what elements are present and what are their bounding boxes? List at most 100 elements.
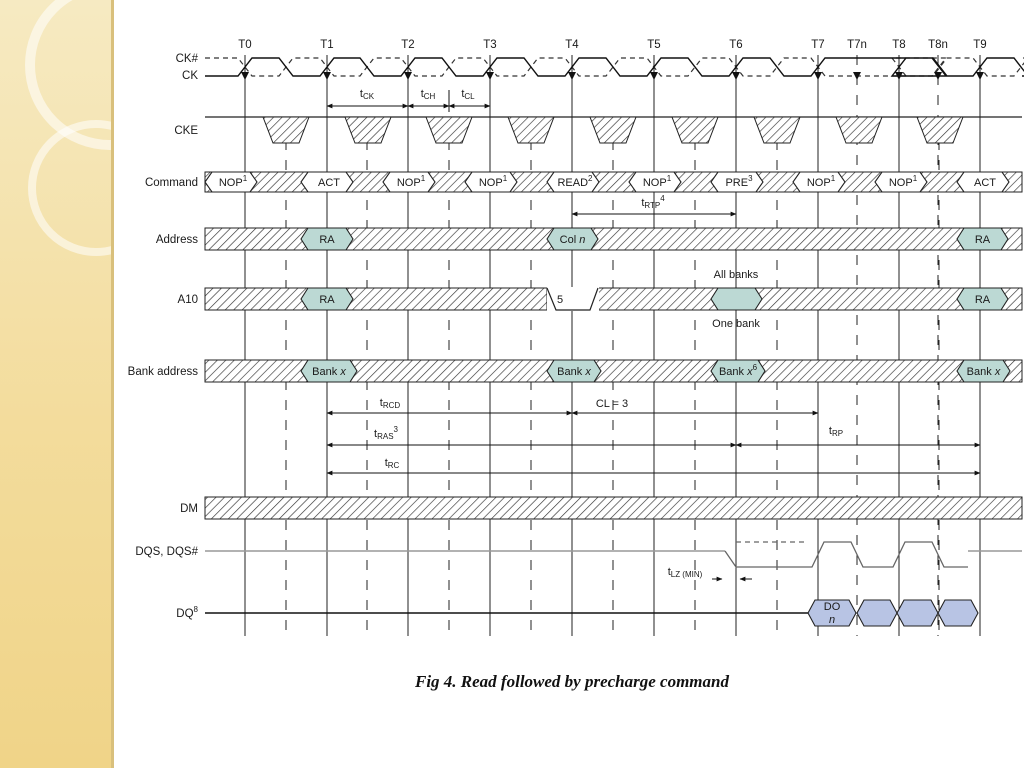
- sidebar-edge: [111, 0, 114, 768]
- tch-label-sub: CH: [424, 92, 436, 101]
- cke-dont-care: [916, 116, 964, 144]
- cell-superscript: 2: [588, 174, 593, 183]
- clock-edge-arrow: [486, 72, 494, 80]
- cke-dont-care: [344, 116, 392, 144]
- dq-burst-cell: [896, 599, 939, 627]
- cell-text: RA: [975, 234, 991, 246]
- bank-cell: [300, 359, 358, 383]
- address-label: RA: [319, 234, 335, 246]
- dq-burst-cell: [807, 599, 857, 627]
- command-label-pre: PRE3: [725, 174, 753, 189]
- clock-edge-arrow: [650, 72, 658, 80]
- cell-text: NOP: [643, 177, 667, 189]
- label-cke: CKE: [174, 125, 198, 137]
- cell-text: NOP: [397, 177, 421, 189]
- trtp-label-sup: 4: [660, 194, 665, 203]
- cell-text: NOP: [479, 177, 503, 189]
- tch-label: tCH: [421, 88, 436, 101]
- trtp-label: tRTP4: [641, 194, 665, 210]
- a10-low-level: [546, 287, 599, 311]
- tcl-label-sub: CL: [464, 92, 475, 101]
- cell-text: Bank: [312, 366, 340, 378]
- tck-label-sub: CK: [363, 92, 375, 101]
- command-cell-nop: [874, 171, 928, 193]
- tick-label-t6: T6: [729, 39, 742, 51]
- trc-label-t: t: [385, 457, 388, 469]
- tch-label-t: t: [421, 88, 424, 100]
- clock-waveforms: [205, 57, 1024, 80]
- tck-label: tCK: [360, 88, 375, 101]
- command-label-nop: NOP1: [219, 174, 248, 189]
- command-label-act: ACT: [974, 177, 996, 189]
- command-cell-read: [546, 171, 600, 193]
- tcl-label-t: t: [461, 88, 464, 100]
- label-dqs: DQS, DQS#: [135, 546, 198, 558]
- tick-label-t8: T8: [892, 39, 905, 51]
- cell-superscript: 1: [503, 174, 508, 183]
- trcd-label-sub: RCD: [383, 401, 401, 410]
- tick-label-t8n: T8n: [928, 39, 948, 51]
- command-cell-nop: [382, 171, 436, 193]
- bank-label: Bank x: [312, 366, 346, 378]
- command-cell-act: [300, 171, 354, 193]
- cke-dont-care: [589, 116, 637, 144]
- clock-edge-arrow: [732, 72, 740, 80]
- command-cell-nop: [792, 171, 846, 193]
- clock-edge-arrow: [323, 72, 331, 80]
- cell-text: ACT: [318, 177, 340, 189]
- trc-label-sub: RC: [388, 461, 400, 470]
- a10-gap: [547, 287, 599, 311]
- a10-cell: [956, 287, 1009, 311]
- cell-text: ACT: [974, 177, 996, 189]
- trp-label-sub: RP: [832, 429, 843, 438]
- command-label-read: READ2: [557, 174, 593, 189]
- a10-label: RA: [975, 294, 991, 306]
- command-cell-nop: [204, 171, 258, 193]
- dq-burst-cell: [937, 599, 979, 627]
- bank-label: Bank x: [967, 366, 1001, 378]
- cell-superscript: 6: [753, 363, 758, 372]
- address-cell: [546, 227, 599, 251]
- tras-label-sub: RAS: [377, 432, 393, 441]
- bank-cell: [956, 359, 1011, 383]
- tick-label-t7: T7: [811, 39, 824, 51]
- a10-one-bank-label: One bank: [712, 318, 760, 330]
- cell-superscript: 1: [913, 174, 918, 183]
- cell-text: NOP: [219, 177, 243, 189]
- address-label: Col n: [560, 234, 586, 246]
- trtp-label-t: t: [641, 197, 644, 209]
- tlz-t: t: [668, 566, 671, 578]
- bank-hatch-band: [204, 359, 1023, 383]
- cell-text: PRE: [725, 177, 748, 189]
- dqs-preamble-low: [724, 550, 808, 568]
- cell-text: RA: [319, 234, 335, 246]
- trc-label: tRC: [385, 457, 400, 470]
- cell-text: Bank: [719, 366, 747, 378]
- tras-label-sup: 3: [394, 425, 399, 434]
- command-label-nop: NOP1: [807, 174, 836, 189]
- label-bank: Bank address: [128, 366, 199, 378]
- a10-label: RA: [319, 294, 335, 306]
- cke-dont-care: [507, 116, 555, 144]
- tick-label-t0: T0: [238, 39, 251, 51]
- tick-label-t2: T2: [401, 39, 414, 51]
- clock-edge-arrow: [934, 72, 942, 80]
- clock-edge-arrow: [568, 72, 576, 80]
- cell-superscript: 1: [667, 174, 672, 183]
- command-label-nop: NOP1: [889, 174, 918, 189]
- cell-text: RA: [975, 294, 991, 306]
- tras-label-t: t: [374, 428, 377, 440]
- cke-dont-care: [262, 116, 310, 144]
- cell-text: NOP: [889, 177, 913, 189]
- bank-label: Bank x6: [719, 363, 758, 378]
- cell-text: READ: [557, 177, 588, 189]
- command-label-nop: NOP1: [643, 174, 672, 189]
- address-cell: [300, 227, 354, 251]
- tick-label-t4: T4: [565, 39, 579, 51]
- command-label-nop: NOP1: [479, 174, 508, 189]
- clock-edge-arrow: [853, 72, 861, 80]
- label-dq-text: DQ: [176, 608, 193, 620]
